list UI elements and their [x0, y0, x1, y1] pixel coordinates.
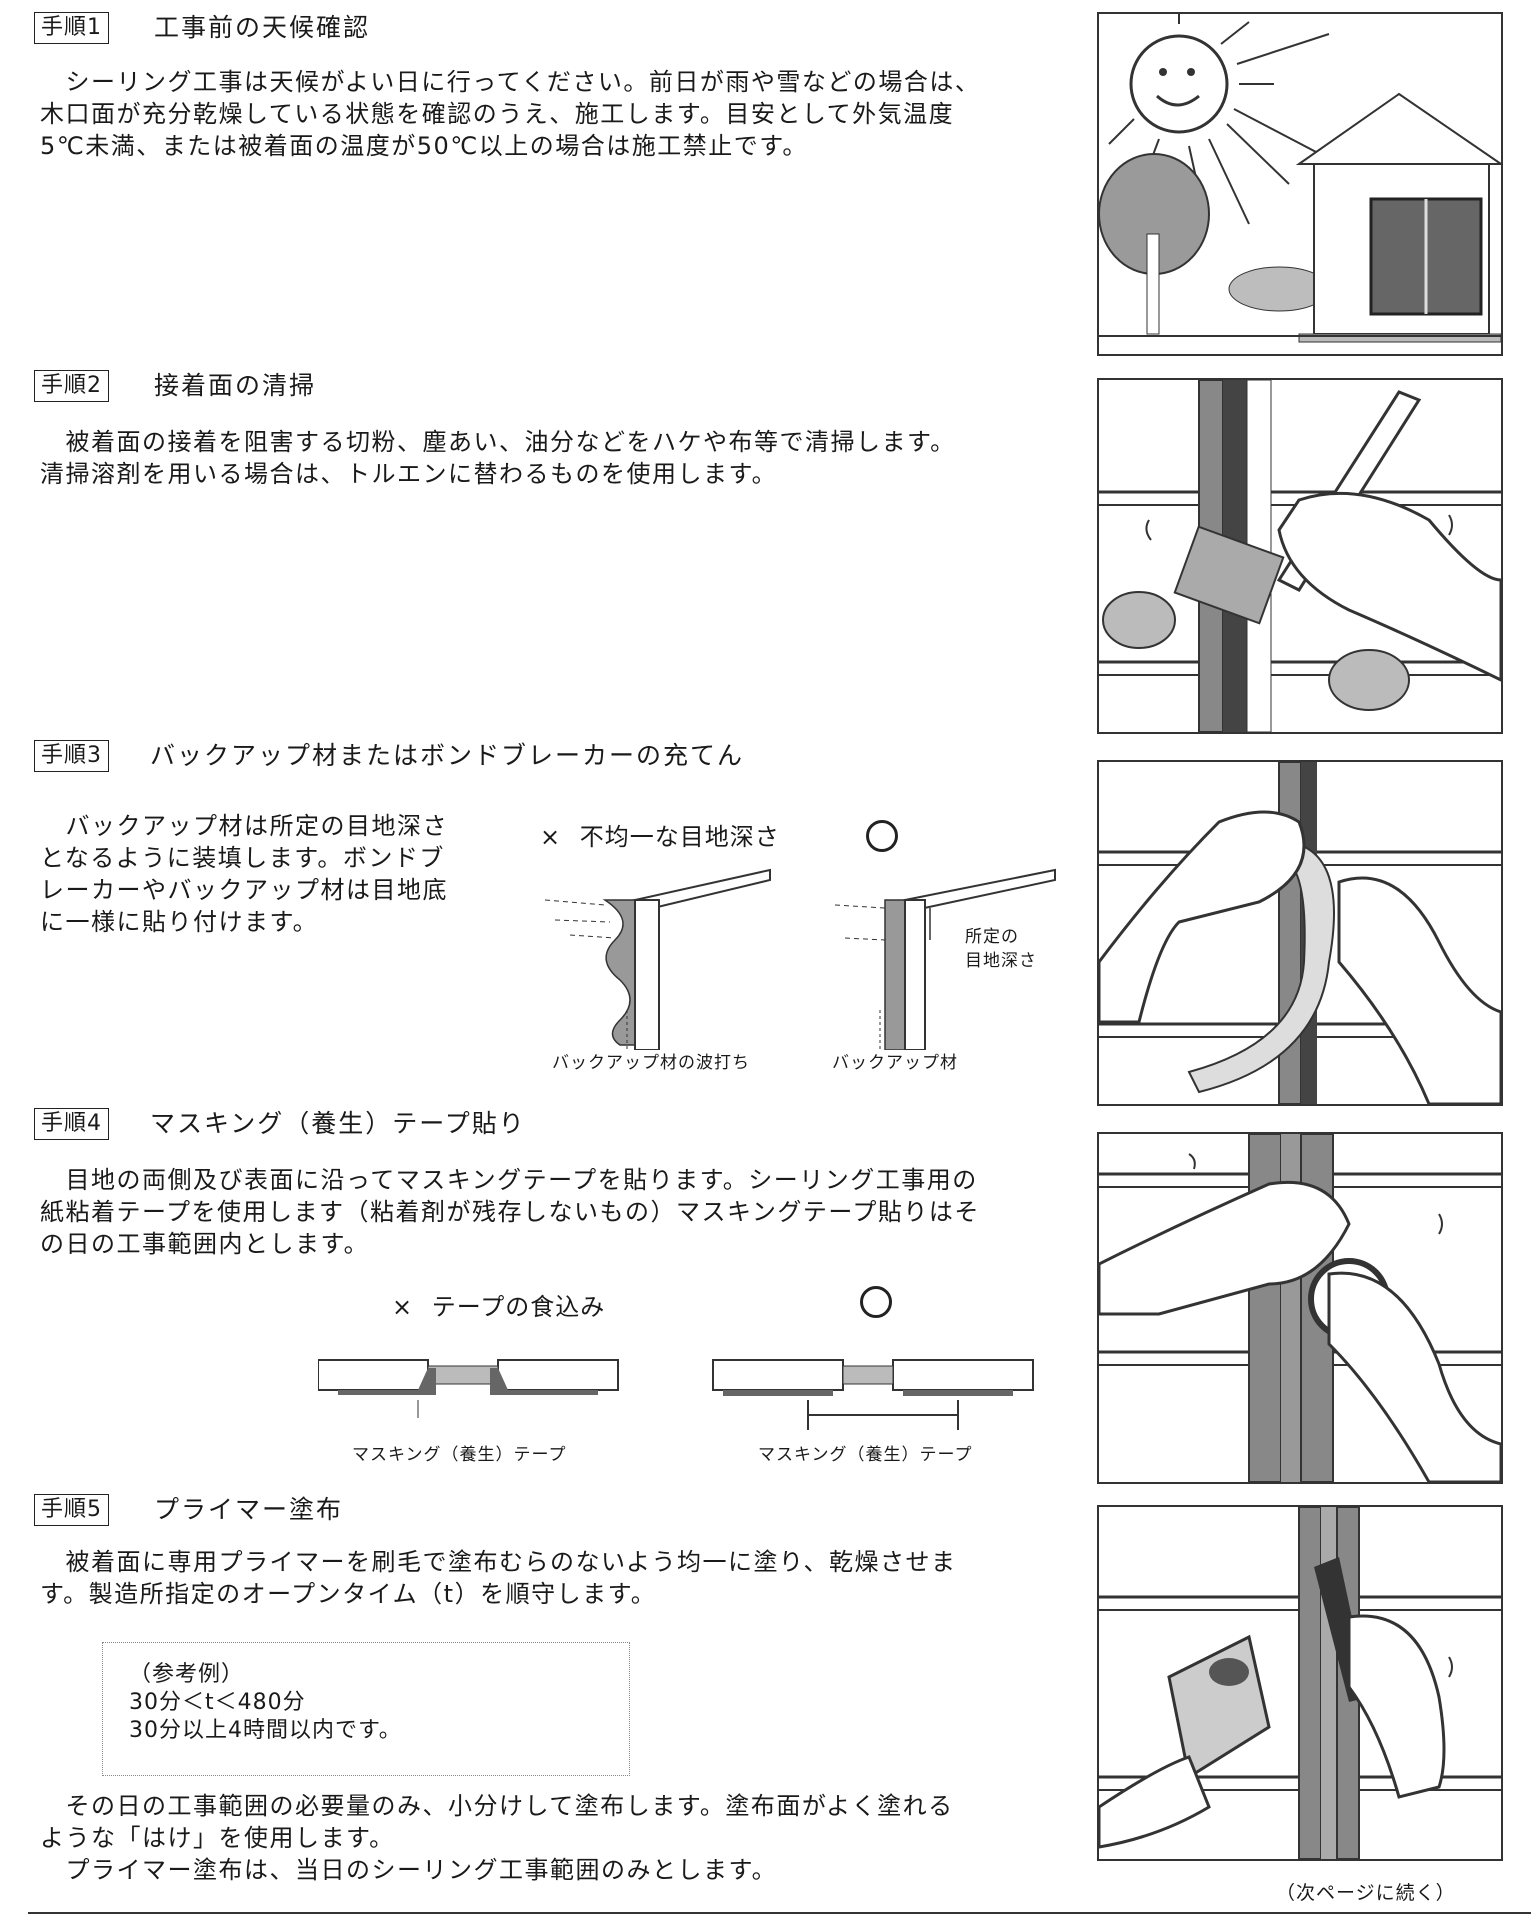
step-5-line: その日の工事範囲の必要量のみ、小分けして塗布します。塗布面がよく塗れる	[40, 1792, 954, 1820]
step-4-bad-caption: マスキング（養生）テープ	[352, 1445, 567, 1465]
step-1-line: 5℃未満、または被着面の温度が50℃以上の場合は施工禁止です。	[40, 132, 808, 160]
primer-illustration	[1097, 1505, 1503, 1861]
bad-mark: ×	[540, 823, 562, 851]
step-5-text: 被着面に専用プライマーを刷毛で塗布むらのないよう均一に塗り、乾燥させま す。製造…	[40, 1546, 957, 1610]
depth-note-line-2: 目地深さ	[965, 951, 1037, 971]
continued-note: （次ページに続く）	[1276, 1882, 1456, 1904]
reference-example-line: （参考例）	[129, 1662, 245, 1687]
step-5-label: 手順5	[34, 1494, 109, 1526]
step-1-title: 工事前の天候確認	[154, 13, 371, 42]
step-3-text: バックアップ材は所定の目地深さ となるように装填します。ボンドブ レーカーやバッ…	[40, 810, 448, 938]
step-4-line: 紙粘着テープを使用します（粘着剤が残存しないもの）マスキングテープ貼りはそ	[40, 1198, 980, 1226]
step-5-line: す。製造所指定のオープンタイム（t）を順守します。	[40, 1580, 657, 1608]
step-3-bad-heading: × 不均一な目地深さ	[540, 822, 780, 852]
step-3-line: レーカーやバックアップ材は目地底	[40, 876, 448, 904]
step-5-line: ような「はけ」を使用します。	[40, 1824, 395, 1852]
step-2-title: 接着面の清掃	[154, 371, 317, 400]
step-5-line: 被着面に専用プライマーを刷毛で塗布むらのないよう均一に塗り、乾燥させま	[40, 1548, 957, 1576]
step-3-good-caption: バックアップ材	[832, 1053, 958, 1073]
good-mark-icon	[866, 820, 898, 852]
backup-material-diagram	[545, 868, 1056, 1050]
step-4-line: 目地の両側及び表面に沿ってマスキングテープを貼ります。シーリング工事用の	[40, 1166, 978, 1194]
step-3-line: バックアップ材は所定の目地深さ	[40, 812, 448, 840]
step-3-label: 手順3	[34, 740, 109, 772]
step-3-bad-label: 不均一な目地深さ	[579, 823, 780, 851]
step-2-text: 被着面の接着を阻害する切粉、塵あい、油分などをハケや布等で清掃します。 清掃溶剤…	[40, 426, 956, 490]
cleaning-illustration	[1097, 378, 1503, 734]
step-5-title: プライマー塗布	[154, 1495, 344, 1524]
good-mark-icon	[860, 1286, 892, 1318]
step-4-line: の日の工事範囲内とします。	[40, 1230, 370, 1258]
footer-divider	[28, 1912, 1531, 1914]
weather-illustration	[1097, 12, 1503, 356]
reference-example-line: 30分以上4時間以内です。	[129, 1718, 402, 1743]
step-3-line: となるように装填します。ボンドブ	[40, 844, 445, 872]
step-4-bad-heading: × テープの食込み	[392, 1292, 605, 1322]
step-1-line: シーリング工事は天候がよい日に行ってください。前日が雨や雪などの場合は、	[40, 68, 981, 96]
masking-tape-diagram	[318, 1359, 1034, 1430]
reference-example-line: 30分＜t＜480分	[129, 1690, 306, 1715]
step-1-line: 木口面が充分乾燥している状態を確認のうえ、施工します。目安として外気温度	[40, 100, 955, 128]
depth-note-line-1: 所定の	[965, 927, 1019, 947]
backup-insertion-illustration	[1097, 760, 1503, 1106]
step-5-line: プライマー塗布は、当日のシーリング工事範囲のみとします。	[40, 1856, 778, 1884]
step-2-line: 清掃溶剤を用いる場合は、トルエンに替わるものを使用します。	[40, 460, 778, 488]
step-4-bad-label: テープの食込み	[431, 1293, 606, 1321]
step-3-line: に一様に貼り付けます。	[40, 908, 319, 936]
step-1-label: 手順1	[34, 12, 109, 44]
reference-example-box: （参考例） 30分＜t＜480分 30分以上4時間以内です。	[102, 1642, 630, 1776]
step-5-text-after: その日の工事範囲の必要量のみ、小分けして塗布します。塗布面がよく塗れる ような「…	[40, 1790, 954, 1886]
step-2-line: 被着面の接着を阻害する切粉、塵あい、油分などをハケや布等で清掃します。	[40, 428, 956, 456]
bad-mark: ×	[392, 1293, 414, 1321]
step-3-title: バックアップ材またはボンドブレーカーの充てん	[150, 741, 745, 770]
step-4-label: 手順4	[34, 1108, 109, 1140]
step-4-text: 目地の両側及び表面に沿ってマスキングテープを貼ります。シーリング工事用の 紙粘着…	[40, 1164, 980, 1260]
step-2-label: 手順2	[34, 370, 109, 402]
step-4-title: マスキング（養生）テープ貼り	[150, 1109, 526, 1138]
step-1-text: シーリング工事は天候がよい日に行ってください。前日が雨や雪などの場合は、 木口面…	[40, 66, 980, 162]
step-4-good-caption: マスキング（養生）テープ	[758, 1445, 973, 1465]
masking-tape-illustration	[1097, 1132, 1503, 1484]
step-3-bad-caption: バックアップ材の波打ち	[552, 1053, 750, 1073]
